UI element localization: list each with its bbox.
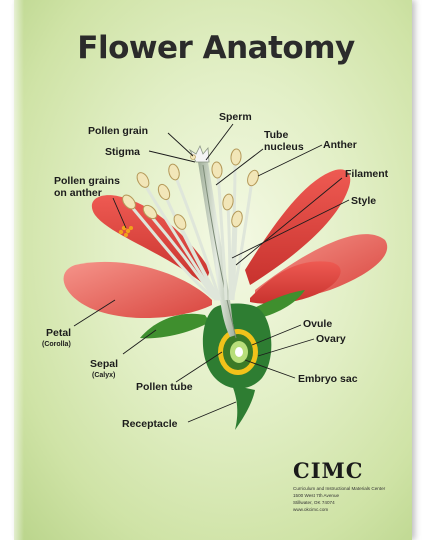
publisher-name: Curriculum and Instructional Materials C… [293, 486, 385, 491]
pollen-grain [191, 155, 196, 160]
label-stigma: Stigma [105, 146, 140, 158]
label-receptacle: Receptacle [122, 418, 178, 430]
label-tube-nucleus-line2: nucleus [264, 141, 304, 153]
receptacle [232, 385, 255, 430]
label-filament: Filament [345, 168, 389, 180]
publisher-website: www.okcimc.com [293, 507, 328, 512]
label-embryo-sac: Embryo sac [298, 373, 358, 385]
label-tube-nucleus-line1: Tube [264, 129, 288, 141]
label-style: Style [351, 195, 376, 207]
publisher-city: Stillwater, OK 74074 [293, 500, 335, 505]
label-sepal-sub: (Calyx) [92, 372, 115, 379]
label-sepal: Sepal [90, 358, 118, 370]
label-ovary: Ovary [316, 333, 346, 345]
label-pollen-grain: Pollen grain [88, 125, 148, 137]
label-anther: Anther [323, 139, 357, 151]
label-ovule: Ovule [303, 318, 332, 330]
label-petal: Petal [46, 327, 71, 339]
label-sperm: Sperm [219, 111, 252, 123]
publisher-address: 1500 West 7th Avenue [293, 493, 339, 498]
label-petal-sub: (Corolla) [42, 341, 71, 348]
label-pollen-tube: Pollen tube [136, 381, 193, 393]
publisher-logo: CIMC [293, 458, 364, 483]
label-pollen-on-anther-line2: on anther [54, 187, 102, 199]
label-pollen-on-anther-line1: Pollen grains [54, 175, 120, 187]
embryo-core [235, 347, 243, 357]
